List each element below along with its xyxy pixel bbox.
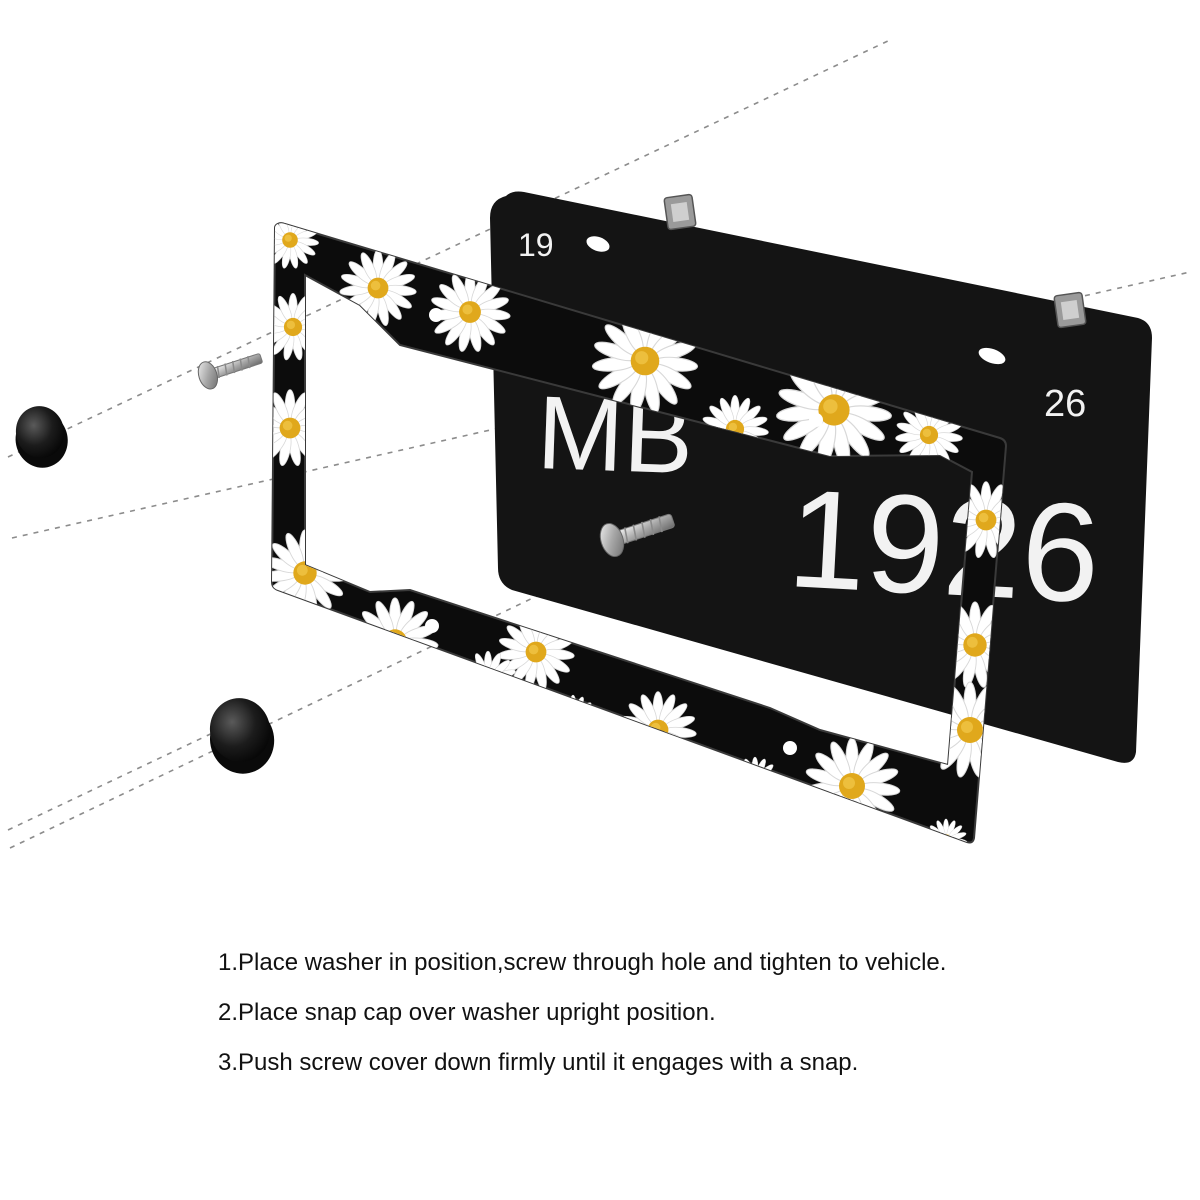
square-nut-right <box>1053 291 1087 329</box>
daisy-icon <box>548 694 598 744</box>
instruction-step-2: 2.Place snap cap over washer upright pos… <box>218 999 716 1026</box>
instruction-step-3: 3.Push screw cover down firmly until it … <box>218 1049 859 1076</box>
guide-line-cap-low <box>7 719 241 831</box>
plate-year-left: 19 <box>518 227 554 263</box>
frame-hole <box>809 413 823 427</box>
guide-line-top-left-nut <box>7 39 891 458</box>
frame-hole <box>783 741 797 755</box>
screw-icon <box>197 353 263 390</box>
frame-hole <box>429 308 443 322</box>
guide-line-lower <box>9 529 676 849</box>
frame-hole <box>425 619 439 633</box>
snap-cap-icon <box>15 406 68 468</box>
daisy-icon <box>730 756 780 806</box>
plate-year-right: 26 <box>1044 383 1086 425</box>
guide-lines <box>7 39 1191 849</box>
plate-mount-hole <box>978 347 1006 365</box>
instruction-step-1: 1.Place washer in position,screw through… <box>218 949 947 976</box>
installation-illustration: 19 26 MB 1926 <box>7 39 1191 849</box>
snap-cap-icon <box>209 698 275 774</box>
daisy-frame <box>270 222 1008 844</box>
installation-instructions: 1.Place washer in position,screw through… <box>218 948 1178 1098</box>
square-nut-left <box>663 193 697 231</box>
plate-number: 1926 <box>784 459 1103 632</box>
screw-icon <box>599 513 675 558</box>
guide-line-top-right-nut <box>11 271 1191 539</box>
plate-mount-hole <box>586 236 610 252</box>
